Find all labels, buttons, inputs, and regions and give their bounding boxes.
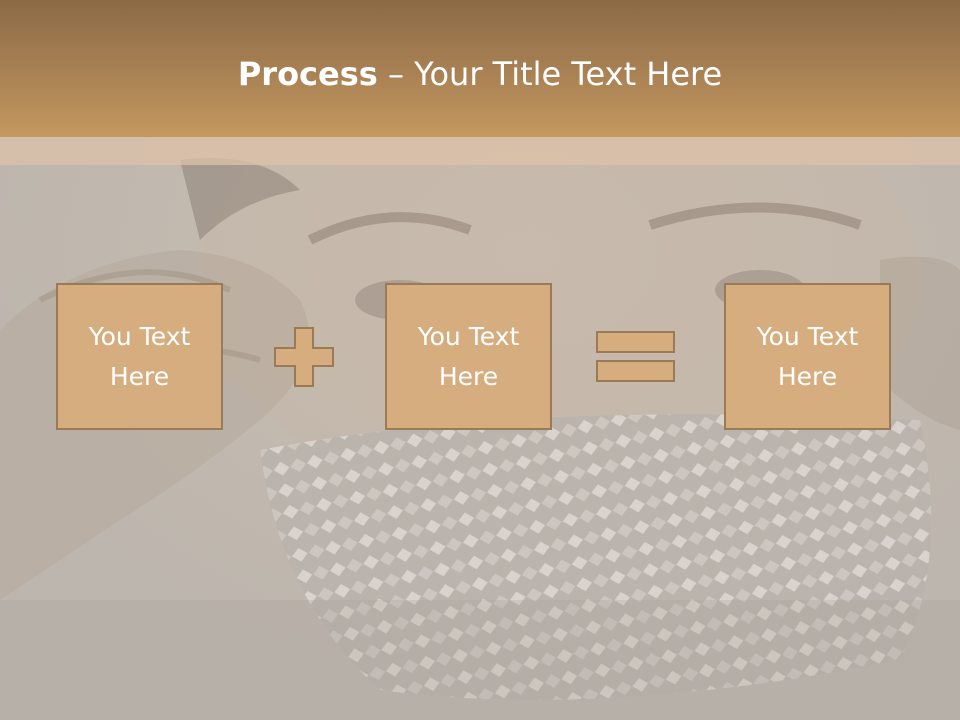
title-bold-part: Process [237, 55, 378, 93]
title-bar [0, 0, 960, 137]
text-box-3[interactable]: You Text Here [724, 283, 891, 430]
text-box-2[interactable]: You Text Here [385, 283, 552, 430]
text-box-1-label: You Text Here [88, 321, 191, 391]
text-box-3-label: You Text Here [756, 321, 859, 391]
text-box-2-label: You Text Here [417, 321, 520, 391]
slide-title[interactable]: Process – Your Title Text Here [0, 52, 960, 96]
equals-icon [596, 331, 675, 382]
text-box-1[interactable]: You Text Here [56, 283, 223, 430]
title-underline-strip [0, 137, 960, 165]
title-rest-part: – Your Title Text Here [377, 55, 723, 93]
plus-icon [274, 327, 334, 387]
